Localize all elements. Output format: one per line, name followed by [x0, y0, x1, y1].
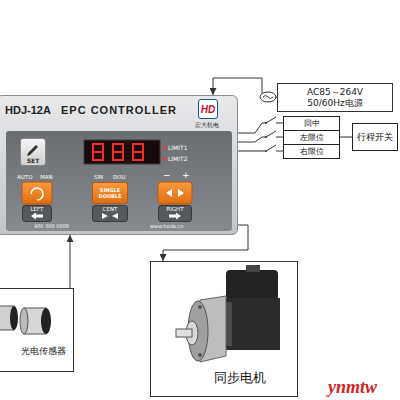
display-digits: [93, 144, 143, 160]
connector-line: [70, 235, 71, 288]
left-button: LEFT: [22, 205, 52, 222]
display-digit: [93, 144, 103, 160]
motor-encoder: [226, 270, 278, 300]
limit-label: LIMIT1: [168, 144, 188, 151]
display-digit: [133, 144, 143, 160]
mode-label: DOU: [113, 174, 126, 180]
sensor-illustration: [0, 306, 51, 334]
center-button: CENT: [92, 205, 128, 222]
sign-label: −: [163, 170, 171, 180]
node-text: SINGLE DOUBLE: [93, 187, 127, 199]
node-text: 光电传感器: [21, 345, 66, 358]
motor-boss: [186, 321, 198, 345]
motor-body: [222, 298, 280, 350]
display-segment: [133, 151, 143, 153]
switch-symbols: [265, 117, 276, 153]
display-segment: [93, 151, 103, 153]
display-digit: [113, 144, 123, 160]
mode-label: AUTO: [17, 174, 32, 180]
sensor-cylinder: [0, 306, 14, 330]
watermark: ynmtw: [328, 377, 377, 398]
display-segment: [113, 151, 123, 153]
limit-led: [162, 146, 166, 150]
node-text: 左限位: [300, 132, 324, 143]
switch-gap: [266, 121, 276, 125]
node-text: HD: [201, 104, 215, 115]
motor-plug: [246, 265, 260, 272]
connector-line: [238, 137, 283, 142]
connector-line: [238, 151, 283, 152]
switch-contact: [266, 117, 276, 123]
node-text: 右限位: [300, 146, 324, 157]
sensor-end: [20, 308, 28, 334]
motor-highlight: [226, 302, 232, 346]
switch-gap: [266, 135, 276, 139]
node-text: 同步电机: [214, 369, 266, 387]
auto-man-button: [22, 182, 52, 204]
motor-front: [188, 301, 208, 361]
website-label: www.hoda.cn: [150, 223, 183, 229]
motor-shaft: [176, 329, 192, 337]
motor-box: 同步电机: [150, 261, 298, 397]
motor-illustration: [176, 265, 280, 362]
set-button: SET: [20, 138, 46, 166]
center-arrow-icon: [102, 213, 118, 219]
right-button: RIGHT: [158, 205, 192, 222]
connector-line: [213, 78, 277, 97]
phone-label: 400 000 0000: [34, 223, 69, 229]
node-text: 宏大机电: [195, 121, 219, 130]
sensor-lens: [41, 308, 51, 334]
left-limit-box: 左限位: [283, 130, 340, 145]
node-text: HDJ-12A: [5, 104, 51, 116]
right-limit-box: 右限位: [283, 144, 340, 159]
node-text: LEFT: [23, 206, 51, 212]
switch-pivot: [265, 150, 267, 152]
minus-plus-button: [158, 182, 192, 204]
panel-plate: [0, 95, 238, 235]
node-text: 行程开关: [357, 131, 393, 144]
connector-line: [238, 123, 283, 133]
center-switch-box: 回中: [283, 116, 340, 131]
minus-plus-icon: [166, 189, 184, 197]
switch-contact: [266, 131, 276, 137]
sensor-box: 光电传感器: [0, 288, 74, 372]
power-symbol: [263, 96, 273, 99]
node-text: EPC CONTROLLER: [61, 104, 177, 116]
sensor-lens: [10, 306, 18, 330]
sign-label: +: [182, 170, 190, 180]
switch-contact: [266, 145, 276, 151]
single-double-button: SINGLE DOUBLE: [92, 182, 128, 204]
node-text: SET: [21, 157, 45, 164]
node-text: AC85～264V 50/60Hz电源: [299, 87, 371, 109]
switch-gap: [266, 149, 276, 153]
node-text: RIGHT: [159, 206, 191, 212]
node-text: CENT: [93, 206, 127, 212]
flange-hole: [198, 353, 202, 357]
mode-label: MAN: [40, 174, 53, 180]
auto-man-icon: [31, 188, 43, 200]
sensor-cylinder: [24, 308, 46, 334]
limit-label: LIMIT2: [168, 155, 188, 162]
connector-line: [163, 225, 248, 261]
node-text: 回中: [304, 118, 320, 129]
power-symbol: [260, 92, 276, 102]
motor-flange: [200, 296, 226, 362]
connector-line: [340, 137, 352, 138]
limit-led: [162, 157, 166, 161]
switch-pivot: [265, 136, 267, 138]
left-arrow-icon: [31, 213, 43, 220]
led-display: [84, 140, 160, 164]
controller-panel: HDJ-12AEPC CONTROLLERHD宏大机电SETSINGLE DOU…: [0, 95, 238, 235]
mode-label: SIN: [94, 174, 103, 180]
set-icon: [27, 145, 38, 156]
switch-pivot: [265, 122, 267, 124]
panel-face: [6, 131, 232, 231]
right-arrow-icon: [169, 213, 181, 220]
brand-logo: HD宏大机电: [198, 99, 218, 119]
flange-hole: [198, 305, 202, 309]
power-box: AC85～264V 50/60Hz电源: [277, 83, 393, 112]
travel-switch-box: 行程开关: [352, 123, 398, 151]
